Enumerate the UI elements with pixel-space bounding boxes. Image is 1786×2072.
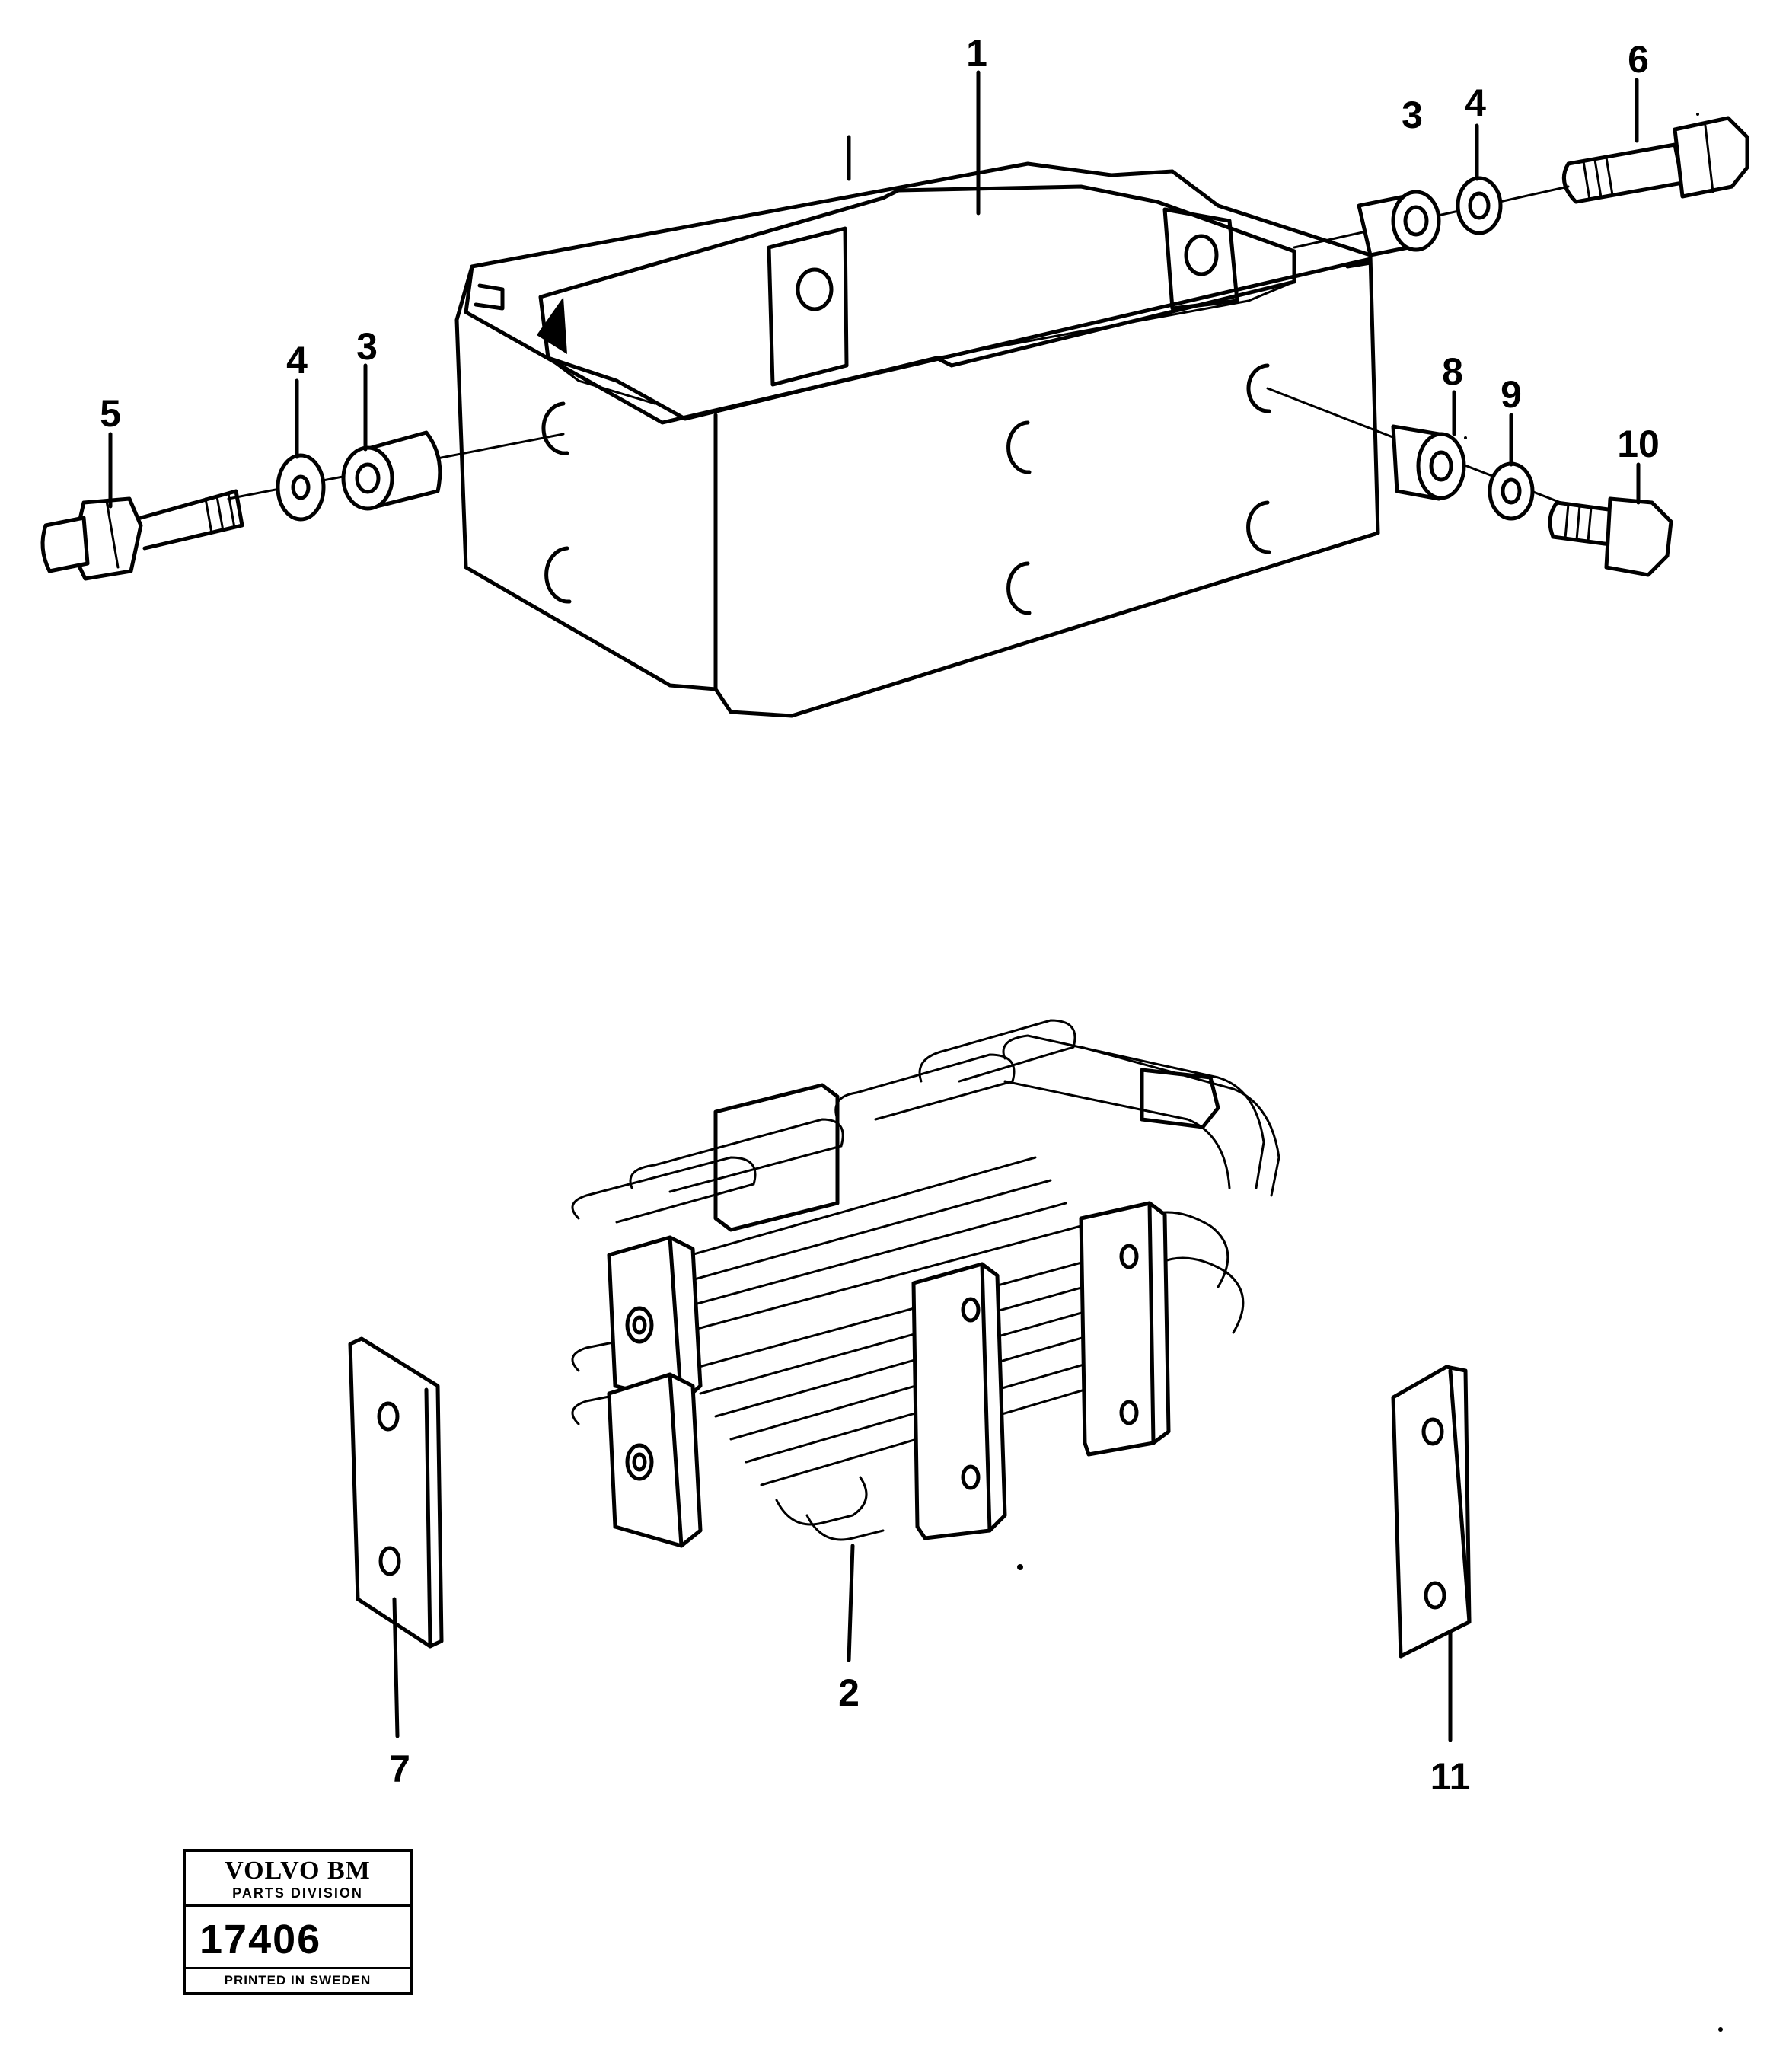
callout-1: 1 xyxy=(966,32,987,75)
plate-7-part xyxy=(348,1336,444,1649)
callout-8: 8 xyxy=(1442,350,1463,393)
callout-7: 7 xyxy=(389,1748,410,1790)
callout-9: 9 xyxy=(1501,373,1522,416)
upper-right-bolt-assembly xyxy=(1293,116,1749,257)
callout-6: 6 xyxy=(1628,38,1649,81)
parts-division-stamp: VOLVO BM PARTS DIVISION 17406 PRINTED IN… xyxy=(183,1849,413,1995)
callout-2: 2 xyxy=(838,1671,860,1714)
stamp-brand: VOLVO BM xyxy=(225,1856,371,1885)
left-bolt-assembly xyxy=(40,430,565,581)
callout-5: 5 xyxy=(100,392,121,435)
heater-element-part xyxy=(571,1019,1280,1570)
stamp-footer: PRINTED IN SWEDEN xyxy=(186,1967,410,1992)
lower-right-bolt-assembly xyxy=(1266,387,1673,577)
callout-3-left: 3 xyxy=(356,325,378,368)
callout-3-right: 3 xyxy=(1402,94,1423,136)
callout-4-right: 4 xyxy=(1465,81,1486,124)
plate-11-part xyxy=(1391,1365,1472,1659)
callout-labels: 1 3 4 6 5 4 3 8 9 10 2 7 11 xyxy=(100,32,1660,1798)
housing-part xyxy=(454,161,1380,718)
stamp-division: PARTS DIVISION xyxy=(186,1885,410,1907)
stamp-figure-number: 17406 xyxy=(199,1917,322,1962)
leader-lines xyxy=(108,70,1641,1742)
callout-11: 11 xyxy=(1430,1755,1471,1798)
callout-4-left: 4 xyxy=(286,339,308,382)
callout-10: 10 xyxy=(1617,423,1660,465)
